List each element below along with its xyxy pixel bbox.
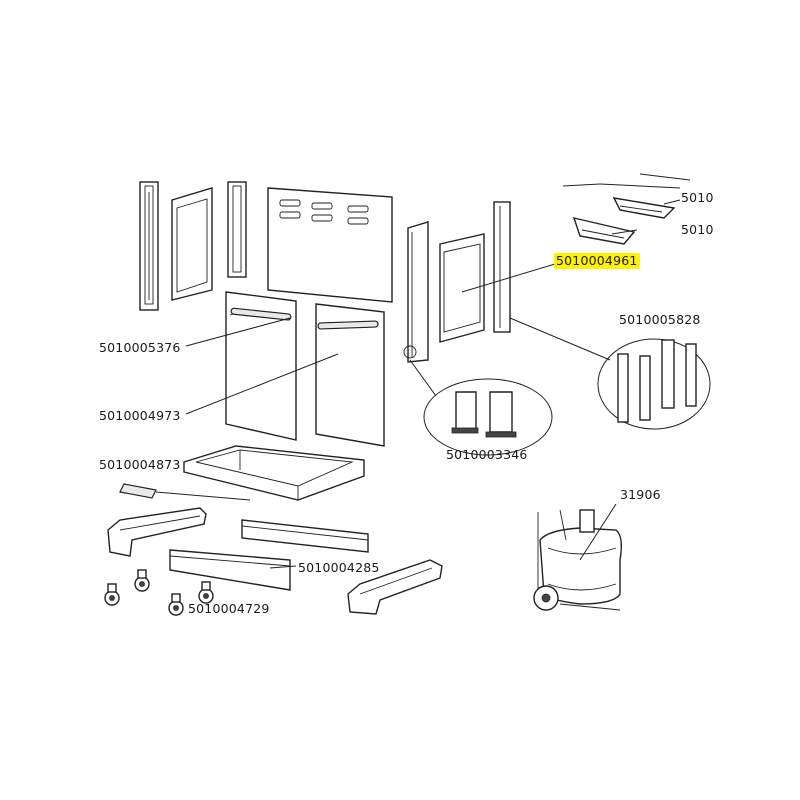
back-panel-part [267, 187, 393, 303]
legs-detail-circle [509, 317, 711, 430]
top-rail-part [562, 173, 691, 189]
part-label-31906[interactable]: 31906 [620, 487, 661, 502]
leader-lines [185, 199, 681, 569]
front-bar-upper-part [241, 519, 369, 553]
part-label-truncated-top-1[interactable]: 5010 [681, 190, 714, 205]
center-side-panel-part [439, 233, 485, 343]
front-bar-lower-part [169, 549, 291, 591]
part-label-5010004729[interactable]: 5010004729 [188, 601, 270, 616]
part-label-5010004961-highlighted[interactable]: 5010004961 [554, 253, 640, 269]
left-leg-part [139, 181, 159, 311]
caster-wheel-4 [168, 593, 184, 616]
bracket-upper-part [612, 197, 676, 219]
center-leg-part [403, 221, 429, 363]
bracket-detail-circle [409, 359, 553, 456]
caster-wheel-1 [104, 583, 120, 606]
part-label-5010003346[interactable]: 5010003346 [446, 447, 528, 462]
part-label-5010004973[interactable]: 5010004973 [99, 408, 181, 423]
right-rear-leg-part [493, 201, 511, 333]
left-door-part [225, 291, 297, 441]
caster-wheel-3 [198, 581, 214, 604]
part-label-5010005376[interactable]: 5010005376 [99, 340, 181, 355]
left-side-panel-part [171, 187, 213, 301]
right-base-rail-part [347, 559, 443, 615]
right-door-part [315, 303, 385, 447]
gas-tank-assembly [533, 503, 623, 611]
small-hinge-part [119, 483, 251, 501]
left-rear-leg-part [227, 181, 247, 278]
part-label-5010005828[interactable]: 5010005828 [619, 312, 701, 327]
caster-wheel-2 [134, 569, 150, 592]
part-label-5010004873[interactable]: 5010004873 [99, 457, 181, 472]
bracket-lower-part [572, 217, 636, 245]
bottom-frame-part [183, 445, 365, 501]
left-base-rail-part [107, 507, 207, 557]
part-label-truncated-top-2[interactable]: 5010 [681, 222, 714, 237]
part-label-5010004285[interactable]: 5010004285 [298, 560, 380, 575]
